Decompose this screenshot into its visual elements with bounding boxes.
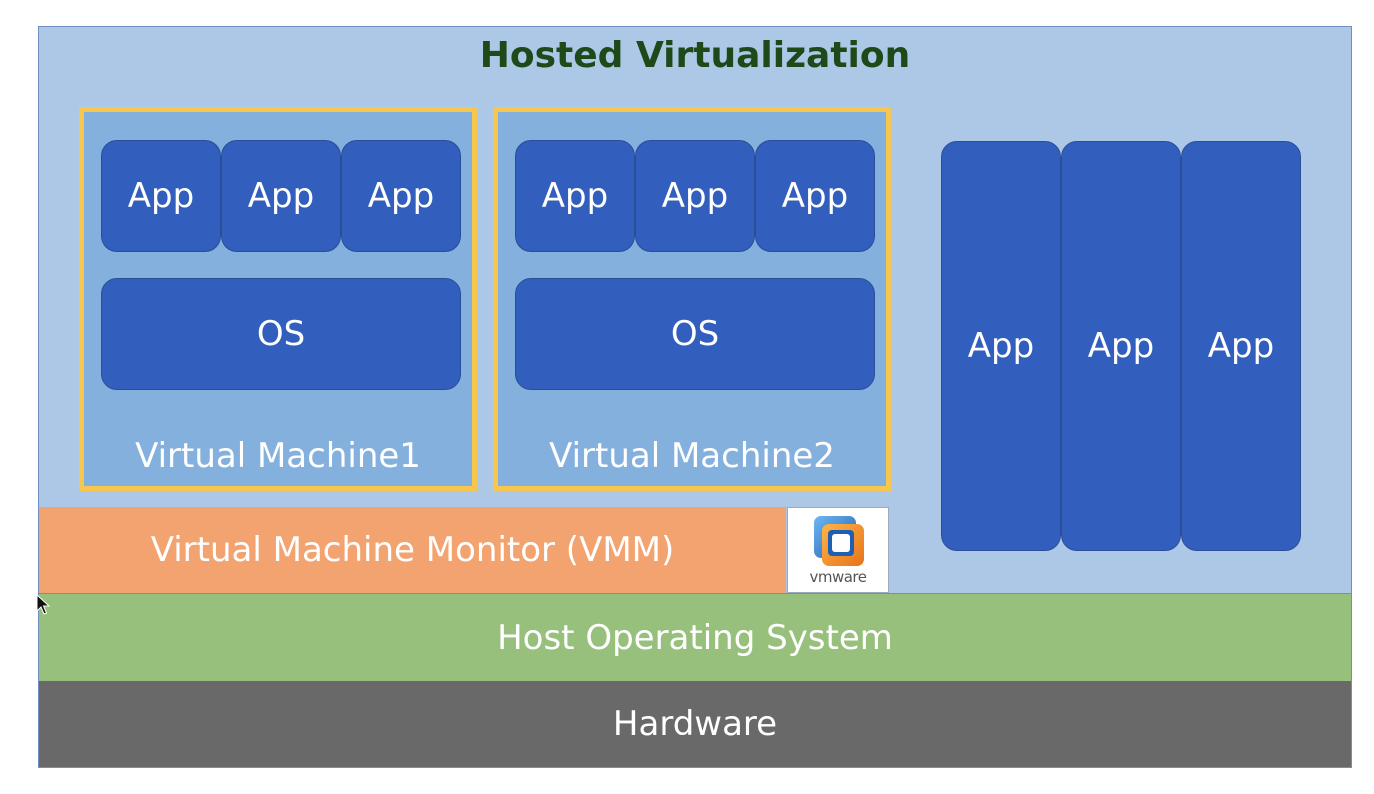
vm2-label: Virtual Machine2 (549, 436, 835, 476)
vm1-label: Virtual Machine1 (135, 436, 421, 476)
host-app-2: App (1061, 141, 1181, 551)
host-app-3: App (1181, 141, 1301, 551)
hosted-virtualization-area: Hosted Virtualization App App App OS Vir… (39, 27, 1351, 593)
vmware-logo-text: vmware (809, 568, 867, 586)
virtual-machine-2: App App App OS Virtual Machine2 (493, 107, 891, 491)
vm1-app-1: App (101, 140, 221, 252)
vm2-app-1: App (515, 140, 635, 252)
vm1-app-3: App (341, 140, 461, 252)
hardware-layer: Hardware (39, 681, 1351, 767)
hosted-virtualization-diagram: Hosted Virtualization App App App OS Vir… (38, 26, 1352, 768)
vmware-logo-icon (814, 516, 864, 566)
vmm-layer: Virtual Machine Monitor (VMM) (39, 507, 786, 593)
diagram-title: Hosted Virtualization (479, 35, 911, 76)
vm2-app-3: App (755, 140, 875, 252)
mouse-cursor-icon (36, 594, 50, 615)
host-os-layer: Host Operating System (39, 593, 1351, 681)
vmware-logo: vmware (787, 507, 889, 593)
vm2-os: OS (515, 278, 875, 390)
vm1-os: OS (101, 278, 461, 390)
vm2-app-2: App (635, 140, 755, 252)
vm1-app-2: App (221, 140, 341, 252)
virtual-machine-1: App App App OS Virtual Machine1 (79, 107, 477, 491)
host-app-1: App (941, 141, 1061, 551)
